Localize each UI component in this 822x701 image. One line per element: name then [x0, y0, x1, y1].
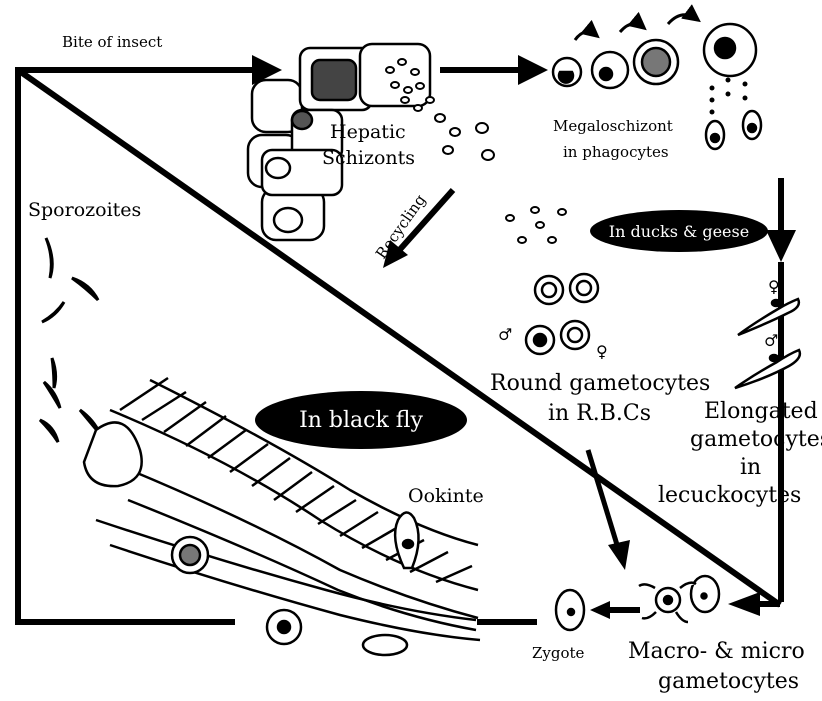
elongated-label-line4: lecuckocytes [658, 484, 801, 508]
elongated-label-line1: Elongated [704, 400, 818, 424]
ookinete-shape [395, 512, 418, 568]
in-ducks-geese-pill: In ducks & geese [590, 210, 768, 252]
in-ducks-geese-label: In ducks & geese [609, 222, 749, 241]
ookinete-label: Ookinte [408, 486, 484, 507]
megalo-stream-dots [710, 78, 748, 115]
female-symbol-round: ♀ [596, 343, 608, 361]
megalo-curved-arrows [575, 15, 698, 40]
macro-micro-label-line1: Macro- & micro [628, 640, 805, 664]
sporozoites-label: Sporozoites [28, 200, 141, 221]
hepatic-schizonts-label-line1: Hepatic [330, 122, 406, 143]
in-black-fly-label: In black fly [299, 408, 423, 433]
elongated-label-line3: in [740, 456, 761, 480]
male-symbol-elongated: ♂ [764, 332, 778, 350]
sporozoites [40, 238, 100, 442]
female-symbol-elongated: ♀ [768, 278, 780, 296]
macro-micro-label-line2: gametocytes [658, 670, 799, 694]
zygote-label: Zygote [532, 645, 584, 662]
male-symbol-round: ♂ [498, 326, 512, 344]
zygote-cell [556, 590, 584, 630]
round-gametocytes-label-line1: Round gametocytes [490, 372, 710, 396]
hepatic-schizonts-label-line2: Schizonts [322, 148, 415, 169]
macro-micro-cells [639, 576, 719, 622]
round-gametocytes [526, 274, 598, 354]
megaloschizont-label-line2: in phagocytes [563, 144, 669, 161]
elongated-label-line2: gametocytes [690, 428, 822, 452]
bite-of-insect-label: Bite of insect [62, 34, 162, 51]
arrow-round-to-macro [588, 450, 618, 548]
megaloschizont-label-line1: Megaloschizont [553, 118, 673, 135]
round-gametocytes-label-line2: in R.B.Cs [548, 402, 651, 426]
in-black-fly-pill: In black fly [255, 391, 467, 449]
